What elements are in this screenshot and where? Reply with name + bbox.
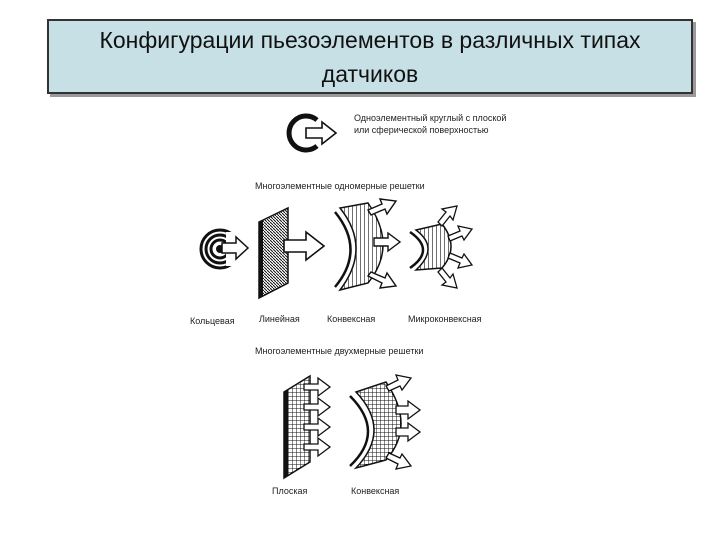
linear-array-icon: [258, 206, 326, 300]
page-title-line-2: датчиков: [321, 61, 419, 87]
flat-2d-array-icon: [283, 374, 332, 480]
label-linear: Линейная: [259, 314, 300, 324]
one-d-heading: Многоэлементные одномерные решетки: [255, 181, 425, 191]
label-convex: Конвексная: [327, 314, 376, 324]
two-d-heading: Многоэлементные двухмерные решетки: [255, 346, 424, 356]
microconvex-array-icon: [409, 205, 474, 289]
single-element-description: Одноэлементный круглый с плоской или сфе…: [354, 113, 507, 135]
label-microconvex: Микроконвексная: [408, 314, 482, 324]
single-element-icon: [286, 113, 338, 153]
label-ring: Кольцевая: [190, 316, 235, 326]
convex-array-icon: [334, 198, 402, 292]
convex-2d-array-icon: [349, 374, 422, 470]
title-box: Конфигурации пьезоэлементов в различных …: [47, 19, 693, 94]
label-convex-2d: Конвексная: [351, 486, 400, 496]
page-title-line-1: Конфигурации пьезоэлементов в различных …: [99, 27, 641, 53]
label-flat-2d: Плоская: [272, 486, 308, 496]
ring-array-icon: [199, 228, 250, 270]
